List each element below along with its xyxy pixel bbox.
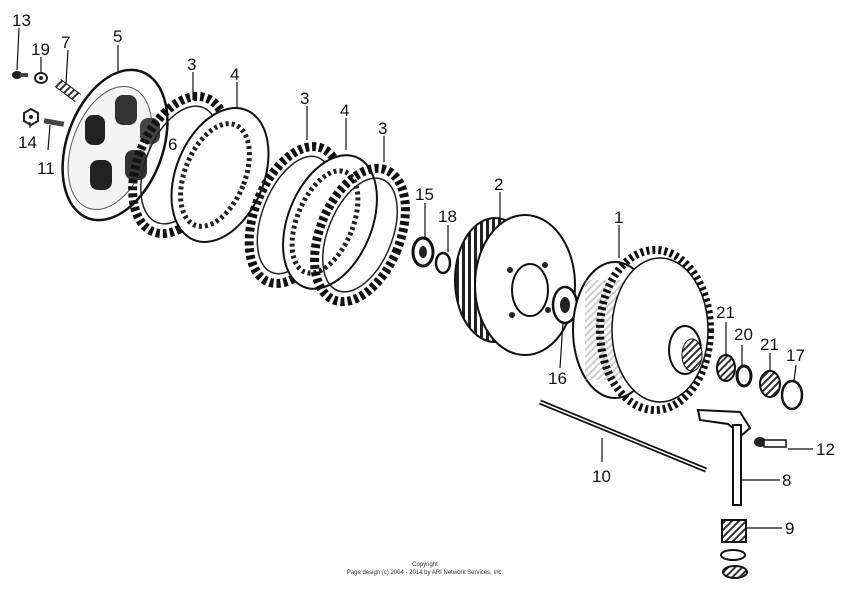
callout-7: 7 — [61, 33, 70, 52]
callout-3c: 3 — [378, 119, 387, 138]
callout-4b: 4 — [340, 101, 349, 120]
callout-2: 2 — [494, 175, 503, 194]
callout-19: 19 — [31, 40, 50, 59]
spring-9 — [720, 519, 748, 579]
washer-18 — [434, 251, 452, 275]
lifter-lever-8 — [696, 408, 752, 506]
callout-labels: 13 19 7 5 3 4 14 11 6 3 4 3 15 18 2 1 16… — [12, 11, 835, 538]
callout-4a: 4 — [230, 65, 239, 84]
callout-3a: 3 — [187, 55, 196, 74]
callout-8: 8 — [782, 471, 791, 490]
thrust-washer-16 — [551, 285, 579, 325]
callout-16: 16 — [548, 369, 567, 388]
stud-11 — [43, 118, 65, 127]
callout-11: 11 — [37, 159, 55, 178]
clutch-plate-4a — [170, 107, 270, 243]
callout-18: 18 — [438, 207, 457, 226]
locknut-15 — [411, 236, 435, 268]
callout-1: 1 — [614, 208, 623, 227]
copyright-line-2: Page design (c) 2004 - 2014 by ARI Netwo… — [346, 570, 504, 576]
push-rod-10 — [539, 399, 707, 473]
callout-10: 10 — [592, 467, 611, 486]
friction-disc-3c — [310, 163, 410, 307]
callout-21b: 21 — [760, 335, 779, 354]
nut-14 — [23, 107, 39, 127]
washer-19 — [34, 72, 48, 84]
bolt-13 — [12, 71, 28, 79]
washer-17 — [780, 379, 804, 411]
ring-20 — [735, 364, 753, 388]
clutch-outer-1 — [572, 246, 714, 414]
callout-21a: 21 — [716, 303, 735, 322]
callout-3b: 3 — [300, 89, 309, 108]
callout-9: 9 — [785, 519, 794, 538]
callout-15: 15 — [415, 185, 434, 204]
bolt-12 — [754, 437, 787, 448]
callout-6: 6 — [168, 135, 177, 154]
callout-13: 13 — [12, 11, 31, 30]
callout-14: 14 — [18, 133, 37, 152]
needle-bearing-21a — [716, 354, 736, 382]
callout-12: 12 — [816, 440, 835, 459]
needle-bearing-21b — [759, 370, 781, 398]
leader-lines — [16, 27, 813, 529]
clutch-center-2 — [454, 214, 576, 356]
spring-7 — [55, 79, 81, 102]
callout-17: 17 — [786, 346, 805, 365]
callout-20: 20 — [734, 325, 753, 344]
copyright-line-1: Copyright — [412, 562, 438, 568]
callout-5: 5 — [113, 27, 122, 46]
